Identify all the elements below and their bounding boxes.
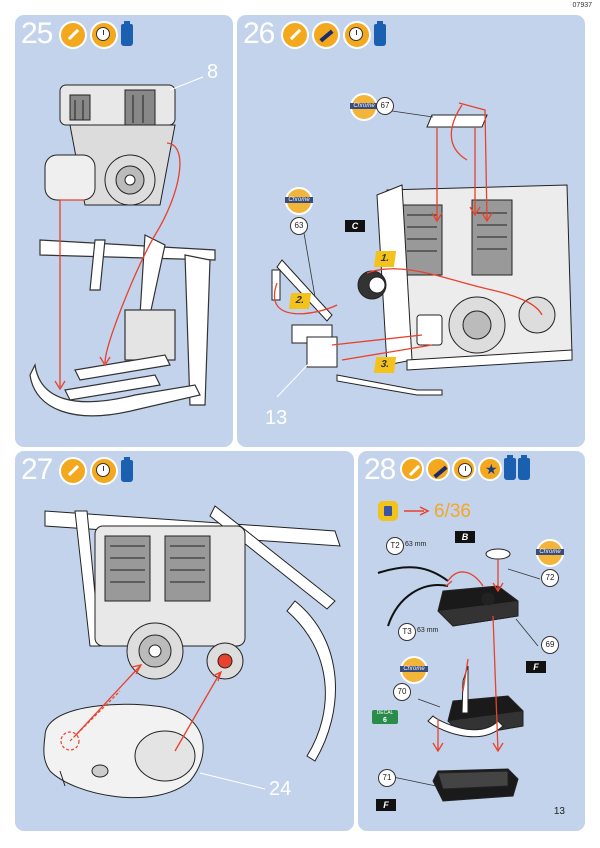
clock-icon bbox=[90, 457, 118, 485]
part-72: 72 bbox=[541, 569, 559, 587]
step-icons bbox=[59, 21, 133, 49]
step-icons bbox=[59, 457, 133, 485]
chrome-label: Chrome bbox=[285, 197, 313, 203]
flag-b: B bbox=[455, 531, 475, 543]
chrome-finish-icon: Chrome bbox=[536, 539, 564, 567]
step-number: 28 bbox=[364, 453, 396, 486]
seat-bracket-illustration bbox=[377, 506, 541, 802]
step-icons bbox=[281, 21, 386, 49]
step-number: 25 bbox=[21, 17, 53, 50]
part-69: 69 bbox=[541, 636, 559, 654]
clock-icon bbox=[343, 21, 371, 49]
part-70: 70 bbox=[393, 683, 411, 701]
chrome-label: Chrome bbox=[400, 666, 428, 672]
paint-bottle-icon bbox=[121, 21, 133, 46]
chrome-label: Chrome bbox=[536, 549, 564, 555]
part-67: 67 bbox=[376, 97, 394, 115]
decal-number: 6 bbox=[383, 717, 387, 724]
wire-t3-length: 63 mm bbox=[417, 627, 439, 634]
part-71: 71 bbox=[378, 769, 396, 787]
primary-cover-illustration bbox=[43, 505, 341, 799]
paint-brush-icon bbox=[312, 21, 340, 49]
order-mark-2: 2. bbox=[288, 293, 312, 309]
step-number: 27 bbox=[21, 453, 53, 486]
step-number: 26 bbox=[243, 17, 275, 50]
step-27-panel: 27 bbox=[15, 451, 354, 831]
step-25-panel: 25 bbox=[15, 15, 233, 447]
callout-13: 13 bbox=[265, 407, 288, 429]
reference-page: 6/36 bbox=[434, 501, 471, 522]
paint-bottle-icon bbox=[504, 455, 516, 480]
paint-bottle-icon bbox=[121, 457, 133, 482]
cement-tool-icon bbox=[400, 457, 424, 481]
cement-tool-icon bbox=[281, 21, 309, 49]
flag-f: F bbox=[526, 661, 546, 673]
chrome-finish-icon: Chrome bbox=[285, 187, 313, 215]
paint-bottle-icon bbox=[374, 21, 386, 46]
wire-t3: T3 bbox=[398, 623, 416, 641]
chrome-finish-icon: Chrome bbox=[350, 93, 378, 121]
decal-sheet-icon bbox=[478, 457, 502, 481]
chrome-label: Chrome bbox=[350, 103, 378, 109]
paint-bottle-icon bbox=[518, 455, 530, 480]
reference-icon bbox=[378, 501, 398, 521]
step-28-panel: 28 bbox=[358, 451, 585, 831]
part-63: 63 bbox=[290, 217, 308, 235]
clock-icon bbox=[452, 457, 476, 481]
flag-c: C bbox=[345, 220, 365, 232]
chrome-finish-icon: Chrome bbox=[400, 656, 428, 684]
clock-icon bbox=[90, 21, 118, 49]
cement-tool-icon bbox=[59, 21, 87, 49]
callout-8: 8 bbox=[207, 61, 219, 83]
cement-tool-icon bbox=[59, 457, 87, 485]
decal-label: DECAL bbox=[376, 710, 394, 716]
order-mark-3: 3. bbox=[373, 357, 397, 373]
flag-f: F bbox=[376, 799, 396, 811]
paint-brush-icon bbox=[426, 457, 450, 481]
page-number: 13 bbox=[553, 806, 565, 817]
wire-t2-length: 63 mm bbox=[405, 541, 427, 548]
engine-frame-illustration bbox=[29, 76, 216, 417]
order-mark-1: 1. bbox=[373, 251, 397, 267]
step-icons bbox=[400, 455, 530, 481]
callout-24: 24 bbox=[269, 778, 292, 800]
engine-footrest-illustration bbox=[271, 102, 573, 398]
step-26-panel: 26 bbox=[237, 15, 585, 447]
page-code: 07937 bbox=[572, 2, 592, 9]
wire-t2: T2 bbox=[386, 537, 404, 555]
